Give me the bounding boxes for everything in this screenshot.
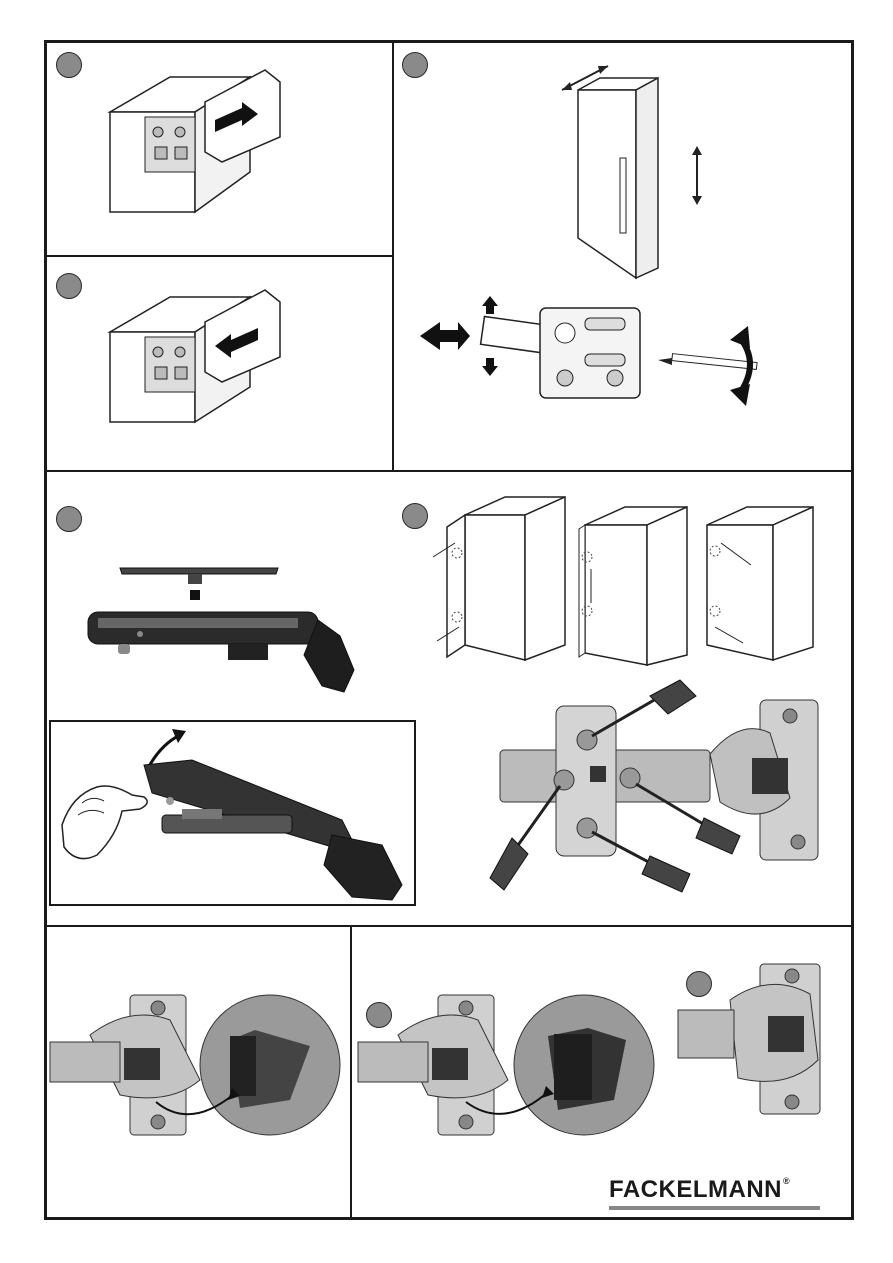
hinge-unclip-hand-icon [52, 725, 412, 905]
cover-cap-removal-icon [78, 560, 378, 700]
door-adjustment-icon [425, 495, 825, 670]
step-badge [56, 273, 82, 299]
registered-mark: ® [783, 1176, 790, 1186]
cabinet-adjust-icon [410, 58, 850, 418]
divider-top-left-horizontal [46, 255, 393, 257]
divider-top-vertical [392, 42, 394, 472]
divider-row-2 [46, 925, 852, 927]
brand-underline [609, 1206, 820, 1210]
hinge-screwdriver-icon [490, 678, 830, 896]
step-badge [56, 506, 82, 532]
soft-close-off-icon [50, 990, 350, 1140]
hinge-clip-on-icon [100, 62, 300, 222]
divider-row-1 [46, 470, 852, 472]
brand-logo: FACKELMANN® [609, 1176, 829, 1212]
step-badge [56, 52, 82, 78]
brand-name: FACKELMANN [609, 1176, 782, 1203]
hinge-clip-off-icon [100, 282, 300, 442]
divider-bottom-vertical [350, 926, 352, 1218]
hinge-detail-icon [678, 960, 828, 1120]
soft-close-on-icon [358, 990, 658, 1140]
